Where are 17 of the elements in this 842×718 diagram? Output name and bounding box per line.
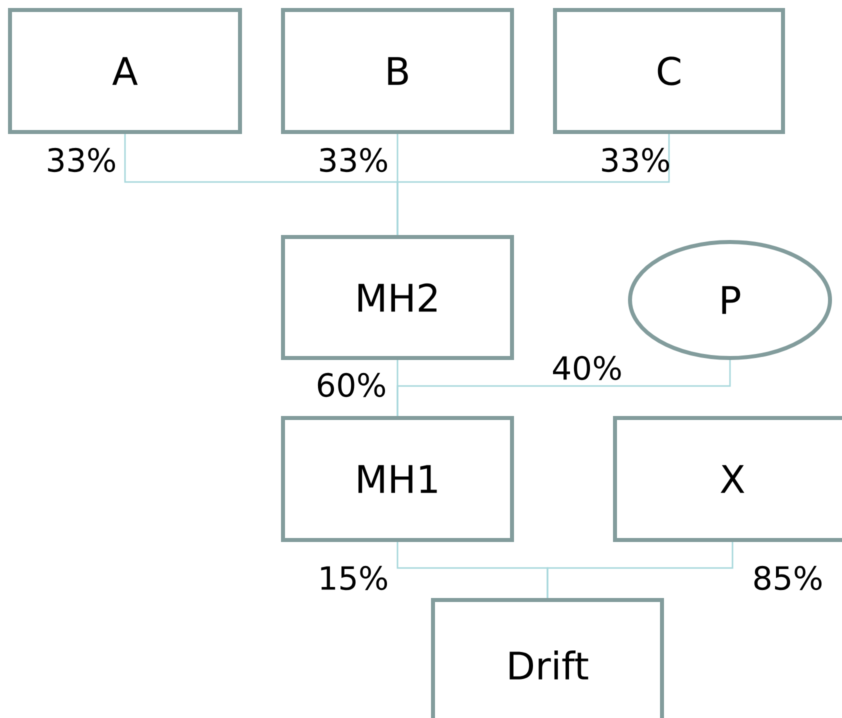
box: B xyxy=(281,8,514,134)
edge-label: 33% xyxy=(48,148,116,172)
edge-label: 15% xyxy=(321,566,388,590)
edge-label: 60% xyxy=(318,372,386,398)
edge-label: 40% xyxy=(553,356,621,380)
connector xyxy=(546,542,734,598)
connector xyxy=(396,360,731,416)
box: Drift xyxy=(431,598,664,718)
edge-label: 33% xyxy=(320,148,388,172)
box: C xyxy=(553,8,785,134)
edge-label: 85% xyxy=(754,566,822,590)
edge-label: 33% xyxy=(602,148,670,172)
box: A xyxy=(8,8,242,134)
box: X xyxy=(613,416,842,542)
box: MH2 xyxy=(281,235,514,360)
connector xyxy=(396,134,670,235)
box: MH1 xyxy=(281,416,514,542)
